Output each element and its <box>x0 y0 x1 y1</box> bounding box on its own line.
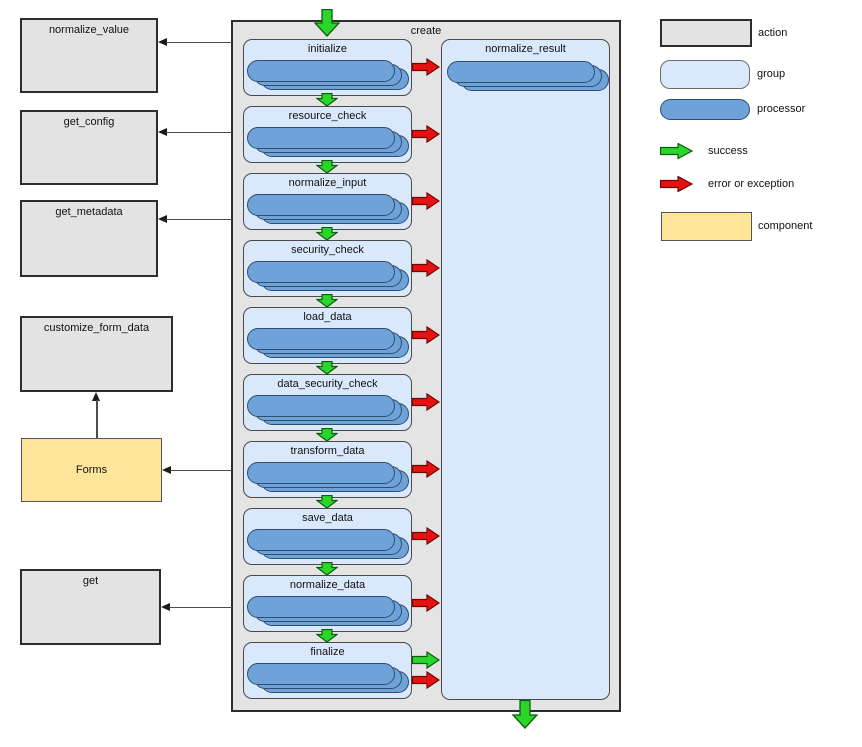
action-node-label: get_metadata <box>55 206 123 218</box>
group-title: security_check <box>291 244 364 256</box>
success-arrow-entry <box>314 9 340 37</box>
processor-pill <box>247 60 395 82</box>
success-arrow-down <box>316 294 338 308</box>
processor-pill <box>247 395 395 417</box>
success-arrow-exit <box>512 700 538 729</box>
legend-success-arrow <box>660 143 693 159</box>
success-arrow-down <box>316 227 338 241</box>
connector-line-forms <box>170 469 232 471</box>
connector-arrowhead <box>158 215 167 223</box>
processor-pill <box>447 61 595 83</box>
success-arrow-down <box>316 93 338 107</box>
success-arrow-down <box>316 428 338 442</box>
success-arrow-finalize <box>412 651 440 669</box>
processor-pill <box>247 462 395 484</box>
group-title: finalize <box>310 646 345 658</box>
legend-swatch-processor <box>660 99 750 120</box>
legend-error-arrow <box>660 176 693 192</box>
error-arrow <box>412 259 440 277</box>
error-arrow <box>412 527 440 545</box>
connector-line-customize-form-data <box>96 400 98 438</box>
group-data-security-check: data_security_check <box>243 374 412 431</box>
processor-pill <box>247 261 395 283</box>
error-arrow <box>412 326 440 344</box>
legend-label-error: error or exception <box>708 178 795 190</box>
group-title: normalize_input <box>288 177 367 189</box>
processor-pill <box>247 328 395 350</box>
legend-label-processor: processor <box>757 103 806 115</box>
legend-label-group: group <box>757 68 786 80</box>
success-arrow-down <box>316 629 338 643</box>
action-node-normalize-value: normalize_value <box>20 18 158 93</box>
group-title: normalize_result <box>485 43 566 55</box>
group-title: save_data <box>302 512 353 524</box>
error-arrow <box>412 192 440 210</box>
group-normalize-data: normalize_data <box>243 575 412 632</box>
error-arrow <box>412 594 440 612</box>
connector-arrowhead <box>158 38 167 46</box>
action-node-label: normalize_value <box>48 24 130 36</box>
legend-label-success: success <box>708 145 748 157</box>
success-arrow-down <box>316 495 338 509</box>
connector-arrowhead <box>92 392 100 401</box>
legend-swatch-action <box>660 19 752 47</box>
processor-pill <box>247 596 395 618</box>
group-save-data: save_data <box>243 508 412 565</box>
error-arrow <box>412 125 440 143</box>
container-title: create <box>410 25 442 37</box>
legend-label-component: component <box>758 220 813 232</box>
action-node-customize-form-data: customize_form_data <box>20 316 173 392</box>
error-arrow <box>412 671 440 689</box>
processor-pill <box>247 127 395 149</box>
connector-line-normalize-value <box>166 41 232 43</box>
group-normalize-input: normalize_input <box>243 173 412 230</box>
group-title: data_security_check <box>277 378 378 390</box>
group-security-check: security_check <box>243 240 412 297</box>
legend-swatch-component <box>661 212 752 241</box>
legend-swatch-group <box>660 60 750 89</box>
success-arrow-down <box>316 361 338 375</box>
processor-pill <box>247 194 395 216</box>
group-title: resource_check <box>288 110 367 122</box>
error-arrow <box>412 58 440 76</box>
component-node-label: Forms <box>75 463 108 476</box>
legend-label-action: action <box>758 27 788 39</box>
group-load-data: load_data <box>243 307 412 364</box>
error-arrow <box>412 460 440 478</box>
group-title: transform_data <box>290 445 365 457</box>
connector-arrowhead <box>162 466 171 474</box>
action-node-get: get <box>20 569 161 645</box>
component-node-forms: Forms <box>21 438 162 502</box>
processor-pill <box>247 529 395 551</box>
action-node-label: get_config <box>63 116 115 128</box>
group-resource-check: resource_check <box>243 106 412 163</box>
connector-line-get-config <box>166 131 232 133</box>
group-finalize: finalize <box>243 642 412 699</box>
success-arrow-down <box>316 562 338 576</box>
action-node-label: customize_form_data <box>43 322 150 334</box>
group-initialize: initialize <box>243 39 412 96</box>
connector-arrowhead <box>158 128 167 136</box>
processor-pill <box>247 663 395 685</box>
action-node-get-config: get_config <box>20 110 158 185</box>
group-transform-data: transform_data <box>243 441 412 498</box>
error-arrow <box>412 393 440 411</box>
group-title: load_data <box>303 311 352 323</box>
group-title: initialize <box>307 43 348 55</box>
group-normalize-result: normalize_result <box>441 39 610 700</box>
connector-line-get-metadata <box>166 218 232 220</box>
group-title: normalize_data <box>289 579 366 591</box>
action-node-label: get <box>82 575 99 587</box>
connector-line-get <box>169 606 232 608</box>
connector-arrowhead <box>161 603 170 611</box>
action-node-get-metadata: get_metadata <box>20 200 158 277</box>
success-arrow-down <box>316 160 338 174</box>
